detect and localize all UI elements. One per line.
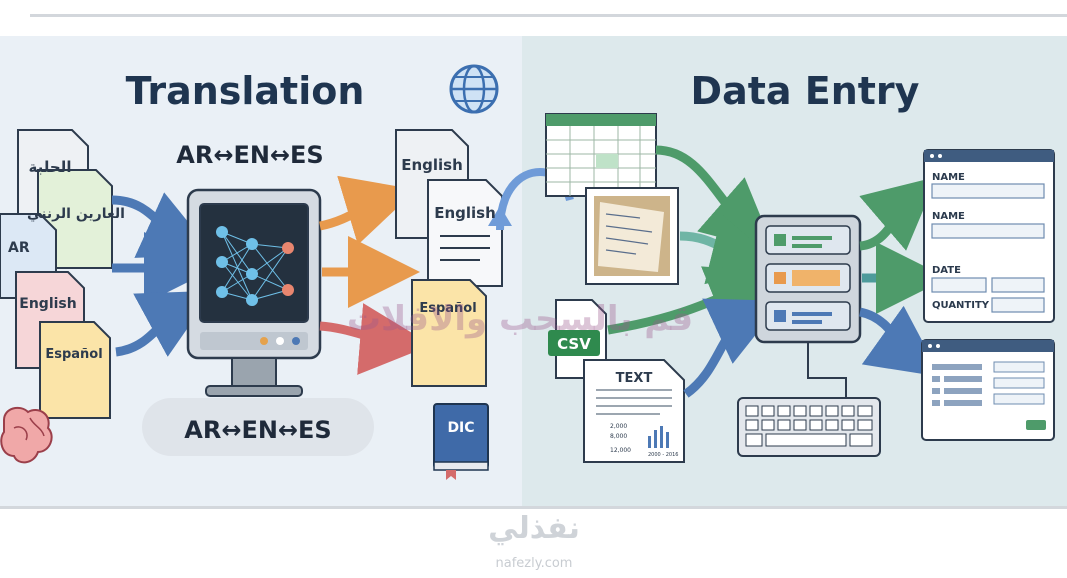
nafezly-logo-arabic: نفذلي — [488, 511, 580, 546]
dictionary-book-icon — [433, 403, 489, 480]
brain-icon — [0, 406, 53, 464]
input-doc-label-arabic-1: الحلبة — [29, 158, 72, 176]
spreadsheet-icon — [545, 113, 657, 197]
text-doc-number-2: 8,000 — [610, 433, 627, 440]
output-doc-english-2 — [427, 179, 503, 287]
arrow-photo — [679, 214, 783, 285]
input-doc-label-arabic-2: العارين الرنني — [27, 206, 125, 222]
dictionary-label: DIC — [447, 420, 474, 436]
csv-file-icon — [548, 299, 607, 379]
arrow-text — [683, 298, 783, 398]
arrow-csv — [607, 266, 782, 335]
output-doc-label-espanol: Español — [419, 301, 476, 316]
arrow-in-3 — [115, 290, 214, 357]
top-divider — [30, 14, 1067, 17]
arrow-out-form-3 — [858, 305, 942, 377]
bottom-divider — [0, 506, 1067, 509]
csv-label: CSV — [557, 335, 591, 353]
text-document-icon — [583, 359, 685, 463]
data-processor-icon — [754, 214, 862, 344]
form-label-name-2: NAME — [932, 211, 965, 222]
keyboard-cable — [807, 342, 847, 398]
output-doc-espanol — [411, 279, 487, 387]
form-label-date: DATE — [932, 265, 961, 276]
text-doc-number-4: 2000 - 2016 — [648, 452, 678, 458]
form-window-2 — [921, 339, 1055, 441]
arrow-out-form-1 — [859, 176, 938, 251]
lang-pair-bottom: AR↔EN↔ES — [184, 416, 331, 444]
form-label-quantity: QUANTITY — [932, 300, 990, 311]
watermark-text: قم بالسحب والافلات — [347, 299, 693, 339]
keyboard-icon — [737, 397, 881, 457]
input-doc-label-english: English — [19, 296, 76, 312]
output-doc-label-english-1: English — [401, 156, 463, 174]
form-window-1 — [923, 149, 1055, 323]
nafezly-logo-url: nafezly.com — [496, 556, 573, 571]
arrow-out-3 — [319, 303, 432, 375]
lang-pair-top: AR↔EN↔ES — [176, 141, 323, 169]
upload-arrow-head — [488, 206, 512, 226]
globe-icon — [449, 64, 499, 114]
input-doc-label-ar: AR — [8, 240, 30, 256]
arrow-out-1 — [319, 175, 417, 245]
input-doc-espanol — [39, 321, 111, 419]
translation-title: Translation — [126, 69, 365, 113]
handwritten-note-photo — [585, 187, 679, 285]
ai-computer-icon — [186, 188, 322, 397]
text-doc-number-3: 12,000 — [610, 447, 631, 454]
output-doc-label-english-2: English — [434, 204, 496, 222]
input-doc-label-espanol: Español — [45, 347, 102, 362]
form-label-name-1: NAME — [932, 172, 965, 183]
data-entry-title: Data Entry — [691, 69, 920, 113]
text-doc-number-1: 2,000 — [610, 423, 627, 430]
lang-pill-bottom-bg — [142, 398, 374, 456]
text-doc-label: TEXT — [616, 371, 653, 386]
